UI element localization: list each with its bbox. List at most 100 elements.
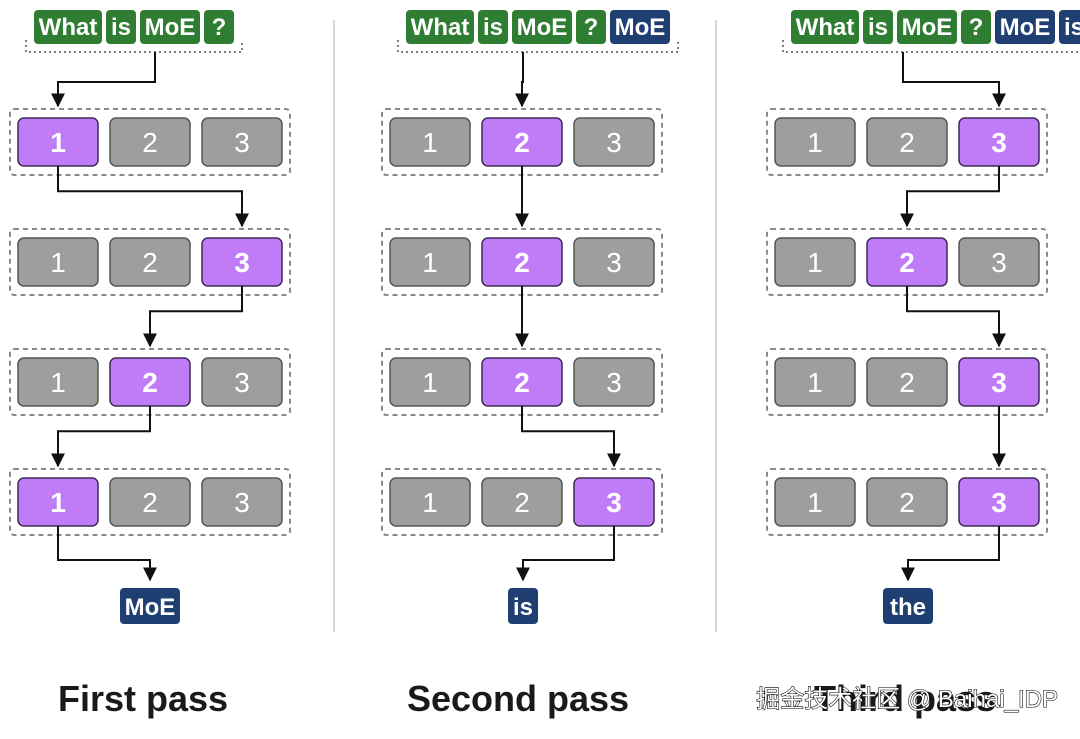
input-token-label: ? [969, 14, 984, 41]
input-token-label: is [868, 14, 888, 41]
expert-label: 2 [899, 127, 915, 158]
expert-label: 2 [142, 487, 158, 518]
token-bracket [25, 40, 243, 53]
expert-inactive [774, 237, 856, 287]
input-token-generated [995, 10, 1055, 44]
expert-label: 1 [422, 127, 438, 158]
expert-label: 2 [514, 367, 530, 398]
expert-label: 2 [514, 127, 530, 158]
expert-label: 3 [234, 127, 250, 158]
input-token-prompt [478, 10, 508, 44]
token-bracket [782, 40, 1080, 53]
expert-label: 2 [142, 127, 158, 158]
route-arrow-layer-1 [57, 166, 249, 228]
input-token-generated [1059, 10, 1080, 44]
layer-4-router-frame [9, 468, 291, 536]
expert-label: 1 [807, 247, 823, 278]
input-token-label: MoE [902, 14, 953, 41]
layer-1-router-frame [766, 108, 1048, 176]
expert-label: 3 [991, 127, 1007, 158]
expert-inactive [17, 357, 99, 407]
expert-label: 3 [234, 247, 250, 278]
input-token-label: What [411, 14, 470, 41]
expert-inactive [389, 117, 471, 167]
expert-label: 1 [807, 367, 823, 398]
expert-inactive [389, 237, 471, 287]
expert-inactive [389, 477, 471, 527]
layer-3-router-frame [766, 348, 1048, 416]
input-token-label: MoE [1000, 14, 1051, 41]
expert-label: 1 [50, 367, 66, 398]
expert-inactive [389, 357, 471, 407]
expert-label: 1 [807, 487, 823, 518]
input-token-prompt [406, 10, 474, 44]
input-token-prompt [791, 10, 859, 44]
expert-inactive [109, 477, 191, 527]
watermark-text: 掘金技术社区 @ Baihai_IDP [756, 686, 1058, 713]
layer-4-router-frame [381, 468, 663, 536]
expert-inactive [201, 117, 283, 167]
input-token-prompt [140, 10, 200, 44]
input-token-prompt [863, 10, 893, 44]
layer-1-router-frame [9, 108, 291, 176]
expert-label: 2 [142, 247, 158, 278]
expert-label: 2 [514, 247, 530, 278]
expert-label: 1 [50, 247, 66, 278]
route-arrow-output [516, 526, 615, 582]
expert-inactive [109, 237, 191, 287]
output-token [120, 588, 180, 624]
expert-inactive [774, 117, 856, 167]
expert-label: 1 [807, 127, 823, 158]
expert-label: 3 [991, 487, 1007, 518]
route-arrow-layer-2 [906, 286, 1006, 348]
expert-inactive [866, 357, 948, 407]
route-arrow-input [51, 52, 156, 108]
expert-inactive [573, 117, 655, 167]
expert-label: 1 [50, 127, 66, 158]
route-arrow-output [901, 526, 1000, 582]
expert-label: 3 [234, 367, 250, 398]
expert-label: 1 [50, 487, 66, 518]
expert-inactive [201, 357, 283, 407]
input-token-label: What [796, 14, 855, 41]
route-arrow-layer-3 [521, 406, 621, 468]
route-arrow-layer-1 [900, 166, 1000, 228]
expert-label: 2 [899, 247, 915, 278]
output-token [508, 588, 538, 624]
expert-label: 1 [422, 487, 438, 518]
expert-label: 3 [606, 247, 622, 278]
expert-label: 2 [899, 487, 915, 518]
expert-label: 3 [234, 487, 250, 518]
input-token-prompt [204, 10, 234, 44]
expert-inactive [481, 477, 563, 527]
route-arrow-output [57, 526, 157, 582]
output-token-label: is [513, 594, 533, 621]
expert-label: 3 [606, 367, 622, 398]
expert-inactive [17, 237, 99, 287]
route-arrow-layer-2 [143, 286, 243, 348]
expert-label: 3 [991, 367, 1007, 398]
input-token-label: MoE [615, 14, 666, 41]
input-token-prompt [897, 10, 957, 44]
expert-label: 2 [899, 367, 915, 398]
panel-title: Third pass [814, 678, 996, 719]
expert-label: 2 [142, 367, 158, 398]
expert-inactive [109, 117, 191, 167]
input-token-label: is [111, 14, 131, 41]
input-token-label: MoE [517, 14, 568, 41]
input-token-generated [610, 10, 670, 44]
expert-inactive [958, 237, 1040, 287]
expert-label: 1 [422, 247, 438, 278]
input-token-label: is [483, 14, 503, 41]
input-token-prompt [106, 10, 136, 44]
panel-title: First pass [58, 678, 228, 719]
expert-inactive [573, 237, 655, 287]
expert-label: 3 [991, 247, 1007, 278]
input-token-label: MoE [145, 14, 196, 41]
expert-label: 1 [422, 367, 438, 398]
input-token-prompt [576, 10, 606, 44]
expert-inactive [774, 477, 856, 527]
